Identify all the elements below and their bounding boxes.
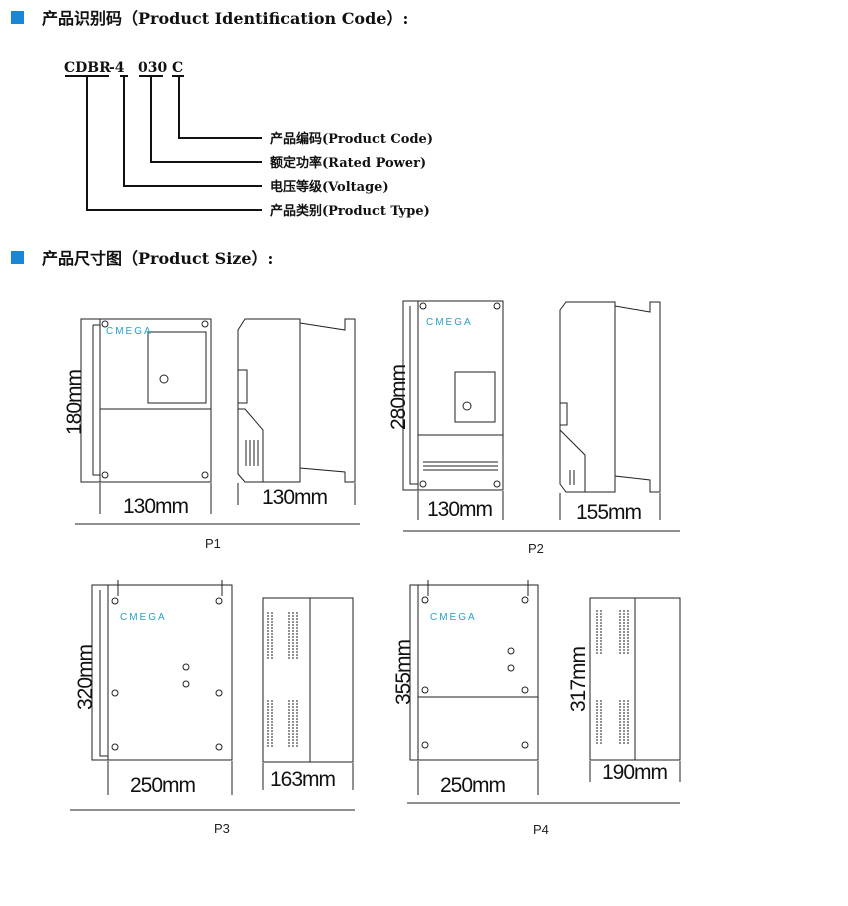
p1-height-label: 180mm xyxy=(63,369,86,435)
p1-label: P1 xyxy=(205,536,221,551)
p4-height-label: 355mm xyxy=(392,639,415,705)
code-part-power: 030 xyxy=(138,60,167,76)
p4-label: P4 xyxy=(533,822,549,837)
p4-depth-label: 190mm xyxy=(602,761,668,784)
code-part-code: C xyxy=(172,60,183,76)
brand-logo: CMEGA xyxy=(426,317,473,328)
p2-label: P2 xyxy=(528,541,544,556)
panel-p2: CMEGA 280mm 130mm 155mm P2 xyxy=(387,300,680,556)
p3-label: P3 xyxy=(214,821,230,836)
p4-side-height-label: 317mm xyxy=(567,646,590,712)
p1-depth-label: 130mm xyxy=(262,486,328,509)
code-label-product-code: 产品编码(Product Code) xyxy=(270,131,433,147)
p4-width-label: 250mm xyxy=(440,774,506,797)
p3-depth-label: 163mm xyxy=(270,768,336,791)
code-label-voltage: 电压等级(Voltage) xyxy=(270,179,389,195)
code-part-type: CDBR xyxy=(64,60,111,76)
section1-title: 产品识别码（Product Identification Code）: xyxy=(42,9,408,28)
p3-width-label: 250mm xyxy=(130,774,196,797)
p2-depth-label: 155mm xyxy=(576,501,642,524)
code-part-voltage: -4 xyxy=(109,60,125,76)
section2-title: 产品尺寸图（Product Size）: xyxy=(42,249,273,268)
p2-height-label: 280mm xyxy=(387,364,410,430)
brand-logo: CMEGA xyxy=(120,612,167,623)
p3-height-label: 320mm xyxy=(74,644,97,710)
p2-width-label: 130mm xyxy=(427,498,493,521)
code-label-product-type: 产品类别(Product Type) xyxy=(270,203,430,219)
brand-logo: CMEGA xyxy=(106,326,153,337)
code-diagram: CDBR -4 030 C 产品编码(Product Code) 额定功率(Ra… xyxy=(64,60,433,219)
brand-logo: CMEGA xyxy=(430,612,477,623)
section-bullet-icon xyxy=(11,251,24,264)
p1-width-label: 130mm xyxy=(123,495,189,518)
panel-p3: CMEGA 320mm 250mm 163mm P3 xyxy=(70,580,355,836)
section-bullet-icon xyxy=(11,11,24,24)
panel-p1: CMEGA 180mm 130mm 130mm P1 xyxy=(63,318,360,551)
code-label-rated-power: 额定功率(Rated Power) xyxy=(270,155,426,171)
panel-p4: CMEGA 355mm 317mm 250mm 190mm P4 xyxy=(392,580,681,837)
